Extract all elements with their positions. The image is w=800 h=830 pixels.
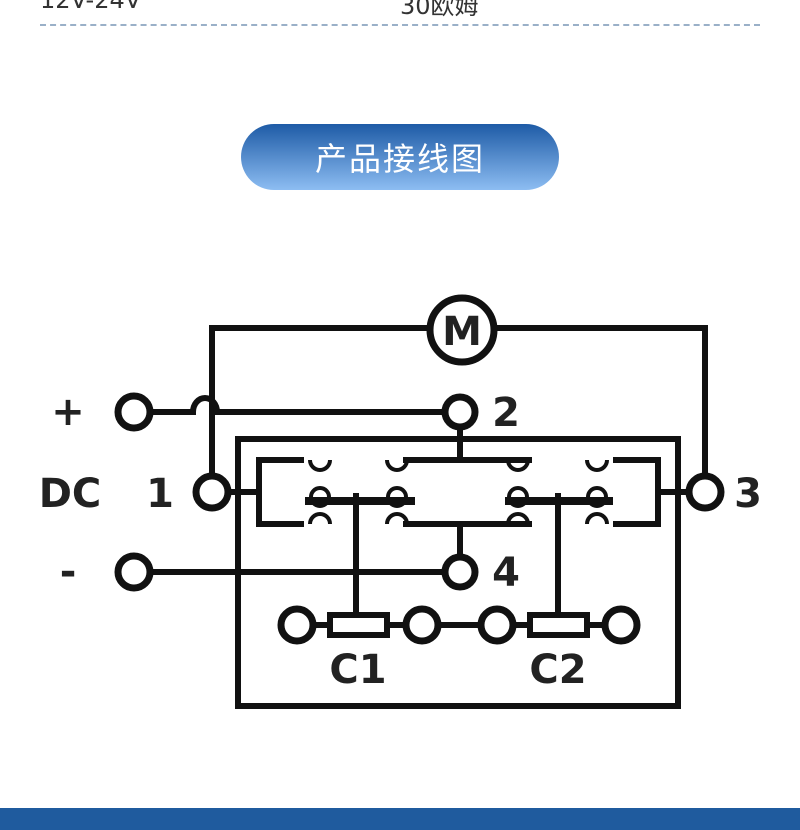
c1-label: C1: [329, 647, 386, 693]
motor-icon: [426, 294, 498, 366]
terminal-2-label: 2: [492, 390, 520, 436]
plus-label: +: [51, 389, 85, 435]
spec-resistance: 30欧姆: [400, 0, 479, 20]
capacitor-c2: [527, 612, 590, 638]
section-title: 产品接线图: [241, 124, 559, 190]
terminal-1: [192, 472, 232, 512]
terminal-4-label: 4: [492, 550, 520, 596]
terminal-c2-right: [601, 605, 641, 645]
c2-label: C2: [529, 647, 586, 693]
dc-label: DC: [39, 471, 102, 517]
terminal-1-label: 1: [146, 471, 174, 517]
capacitor-c1: [327, 612, 390, 638]
plus-wire: [150, 395, 444, 415]
terminal-c1-right: [402, 605, 442, 645]
terminal-c2-left: [477, 605, 517, 645]
terminal-plus: [114, 392, 154, 432]
terminal-2: [441, 393, 479, 431]
footer-bar: [0, 808, 800, 830]
terminal-minus: [114, 552, 154, 592]
divider: [40, 24, 760, 26]
terminal-c1-left: [277, 605, 317, 645]
minus-label: -: [60, 549, 77, 595]
terminal-4: [441, 553, 479, 591]
terminal-3-label: 3: [734, 471, 762, 517]
motor-label: M: [442, 309, 482, 355]
spec-voltage: 12V-24V: [40, 0, 142, 14]
terminal-3: [685, 472, 725, 512]
